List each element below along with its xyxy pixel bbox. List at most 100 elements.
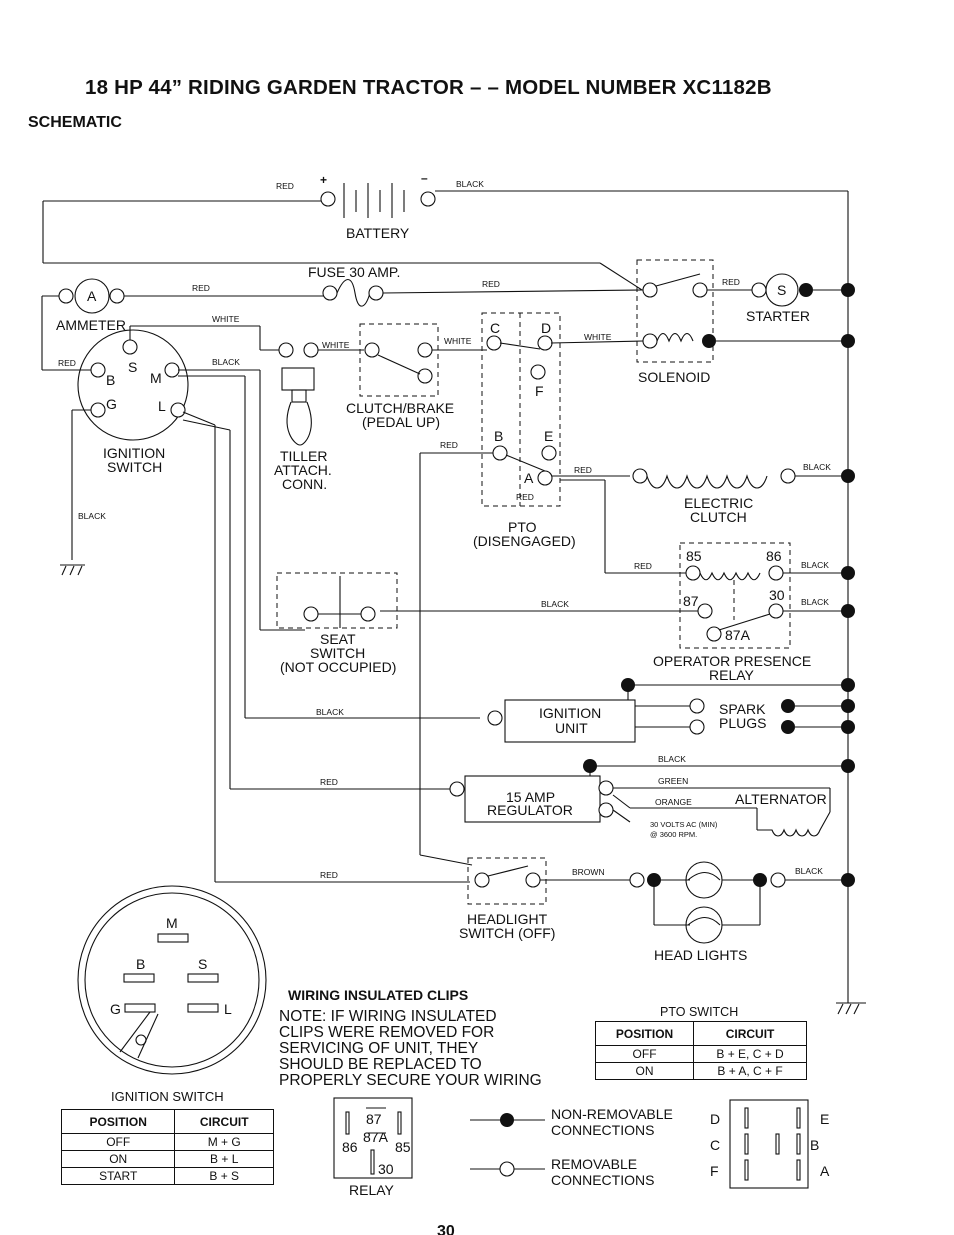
ammeter-letter: A bbox=[87, 288, 97, 304]
ign-face-g: G bbox=[110, 1001, 121, 1017]
ign-label-1: IGNITION bbox=[103, 445, 165, 461]
ignition-switch: S M B G L IGNITION SWITCH WHITE BLACK BL… bbox=[60, 314, 480, 883]
wire-label-red: RED bbox=[192, 283, 210, 293]
pto-terminal-c: C bbox=[490, 320, 500, 336]
wire-label-black: BLACK bbox=[316, 707, 344, 717]
relay-face-caption: RELAY bbox=[349, 1182, 395, 1198]
ignition-unit: IGNITION UNIT BLACK SPARK PLUGS bbox=[316, 678, 855, 743]
wire-label-white: WHITE bbox=[322, 340, 350, 350]
headlight-switch-label-1: HEADLIGHT bbox=[467, 911, 548, 927]
pto-table-header: POSITION bbox=[594, 1021, 695, 1046]
fuse-label: FUSE 30 AMP. bbox=[308, 264, 400, 280]
wire-label-black: BLACK bbox=[541, 599, 569, 609]
ammeter-label: AMMETER bbox=[56, 317, 126, 333]
battery-label: BATTERY bbox=[346, 225, 410, 241]
relay-terminal-30: 30 bbox=[769, 587, 785, 603]
ign-face-l: L bbox=[224, 1001, 232, 1017]
seat-switch-label-3: (NOT OCCUPIED) bbox=[280, 659, 396, 675]
legend-removable-1: REMOVABLE bbox=[551, 1156, 637, 1172]
battery-neg-wire-label: BLACK bbox=[456, 179, 484, 189]
ignition-switch-face: M B S G L IGNITION SWITCH bbox=[77, 885, 267, 1104]
solenoid: SOLENOID RED bbox=[636, 259, 855, 385]
wire-label-black: BLACK bbox=[212, 357, 240, 367]
tiller-label-3: CONN. bbox=[282, 476, 327, 492]
wire-label-white: WHITE bbox=[584, 332, 612, 342]
clutch-brake-switch: WHITE CLUTCH/BRAKE (PEDAL UP) bbox=[346, 323, 487, 430]
wire-label-white: WHITE bbox=[212, 314, 240, 324]
ign-face-caption: IGNITION SWITCH bbox=[111, 1089, 224, 1104]
headlight-switch: RED BROWN HEADLIGHT SWITCH (OFF) bbox=[320, 857, 632, 941]
headlight-switch-label-2: SWITCH (OFF) bbox=[459, 925, 555, 941]
clutch-brake-label-2: (PEDAL UP) bbox=[362, 414, 440, 430]
electric-clutch: BLACK ELECTRIC CLUTCH bbox=[632, 462, 855, 525]
page-title: 18 HP 44” RIDING GARDEN TRACTOR – – MODE… bbox=[85, 76, 772, 99]
table-cell: OFF bbox=[60, 1133, 176, 1151]
pto-label-2: (DISENGAGED) bbox=[473, 533, 576, 549]
tiller-connector: TILLER ATTACH. CONN. WHITE bbox=[274, 340, 364, 492]
wire-label-black: BLACK bbox=[78, 511, 106, 521]
head-lights-label: HEAD LIGHTS bbox=[654, 947, 747, 963]
pto-table-header: CIRCUIT bbox=[693, 1021, 807, 1046]
pto-terminal-b: B bbox=[494, 428, 503, 444]
starter: S STARTER bbox=[746, 273, 855, 324]
wire-label-green: GREEN bbox=[658, 776, 688, 786]
alternator-label: ALTERNATOR bbox=[735, 791, 827, 807]
spark-plugs-label-2: PLUGS bbox=[719, 715, 766, 731]
alternator-note-1: 30 VOLTS AC (MIN) bbox=[650, 820, 718, 829]
table-cell: M + G bbox=[174, 1133, 274, 1151]
ign-terminal-g: G bbox=[106, 396, 117, 412]
ign-terminal-s: S bbox=[128, 359, 137, 375]
relay-terminal-87: 87 bbox=[683, 593, 699, 609]
pto-terminal-a: A bbox=[524, 470, 534, 486]
alternator-note-2: @ 3600 RPM. bbox=[650, 830, 697, 839]
relay-label-2: RELAY bbox=[709, 667, 755, 683]
table-row: OFF M + G bbox=[60, 1133, 274, 1151]
page-subtitle: SCHEMATIC bbox=[28, 114, 122, 131]
wire-label-red: RED bbox=[574, 465, 592, 475]
ign-terminal-m: M bbox=[150, 370, 162, 386]
ign-label-2: SWITCH bbox=[107, 459, 162, 475]
table-row: OFF B + E, C + D bbox=[594, 1045, 807, 1063]
ign-terminal-l: L bbox=[158, 398, 166, 414]
pto-face-a: A bbox=[820, 1163, 830, 1179]
starter-letter: S bbox=[777, 282, 786, 298]
relay-terminal-86: 86 bbox=[766, 548, 782, 564]
wire-label-red: RED bbox=[482, 279, 500, 289]
pto-face-e: E bbox=[820, 1111, 829, 1127]
table-cell: B + E, C + D bbox=[693, 1045, 807, 1063]
wire-label-black: BLACK bbox=[801, 560, 829, 570]
battery: + – RED BLACK BATTERY bbox=[42, 171, 849, 880]
wire-label-red: RED bbox=[516, 492, 534, 502]
seat-switch-label-2: SWITCH bbox=[310, 645, 365, 661]
pto-face-c: C bbox=[710, 1137, 720, 1153]
ignition-switch-table: POSITION CIRCUIT OFF M + G ON B + L STAR… bbox=[60, 1109, 274, 1185]
wire-label-red: RED bbox=[722, 277, 740, 287]
starter-label: STARTER bbox=[746, 308, 810, 324]
ignition-unit-label-1: IGNITION bbox=[539, 705, 601, 721]
wiring-clips-note: NOTE: IF WIRING INSULATED CLIPS WERE REM… bbox=[279, 1008, 542, 1089]
table-cell: ON bbox=[594, 1062, 695, 1080]
battery-minus: – bbox=[421, 171, 428, 185]
table-cell: ON bbox=[60, 1150, 176, 1168]
wire-label-orange: ORANGE bbox=[655, 797, 692, 807]
ignition-table-header: POSITION bbox=[60, 1109, 176, 1134]
electric-clutch-label-1: ELECTRIC bbox=[684, 495, 753, 511]
ign-face-b: B bbox=[136, 956, 145, 972]
electric-clutch-label-2: CLUTCH bbox=[690, 509, 747, 525]
ign-face-m: M bbox=[166, 915, 178, 931]
battery-pos-wire-label: RED bbox=[276, 181, 294, 191]
wire-label-black: BLACK bbox=[801, 597, 829, 607]
battery-plus: + bbox=[320, 173, 327, 187]
wire-label-brown: BROWN bbox=[572, 867, 605, 877]
table-cell: OFF bbox=[594, 1045, 695, 1063]
relay-terminal-87a: 87A bbox=[725, 627, 751, 643]
solenoid-label: SOLENOID bbox=[638, 369, 710, 385]
table-cell: B + A, C + F bbox=[693, 1062, 807, 1080]
wire-label-white: WHITE bbox=[444, 336, 472, 346]
relay-face-30: 30 bbox=[378, 1161, 394, 1177]
relay-face-86: 86 bbox=[342, 1139, 358, 1155]
regulator-label-2: REGULATOR bbox=[487, 802, 573, 818]
table-cell: B + S bbox=[174, 1167, 274, 1185]
seat-switch: SEAT SWITCH (NOT OCCUPIED) bbox=[276, 572, 398, 675]
